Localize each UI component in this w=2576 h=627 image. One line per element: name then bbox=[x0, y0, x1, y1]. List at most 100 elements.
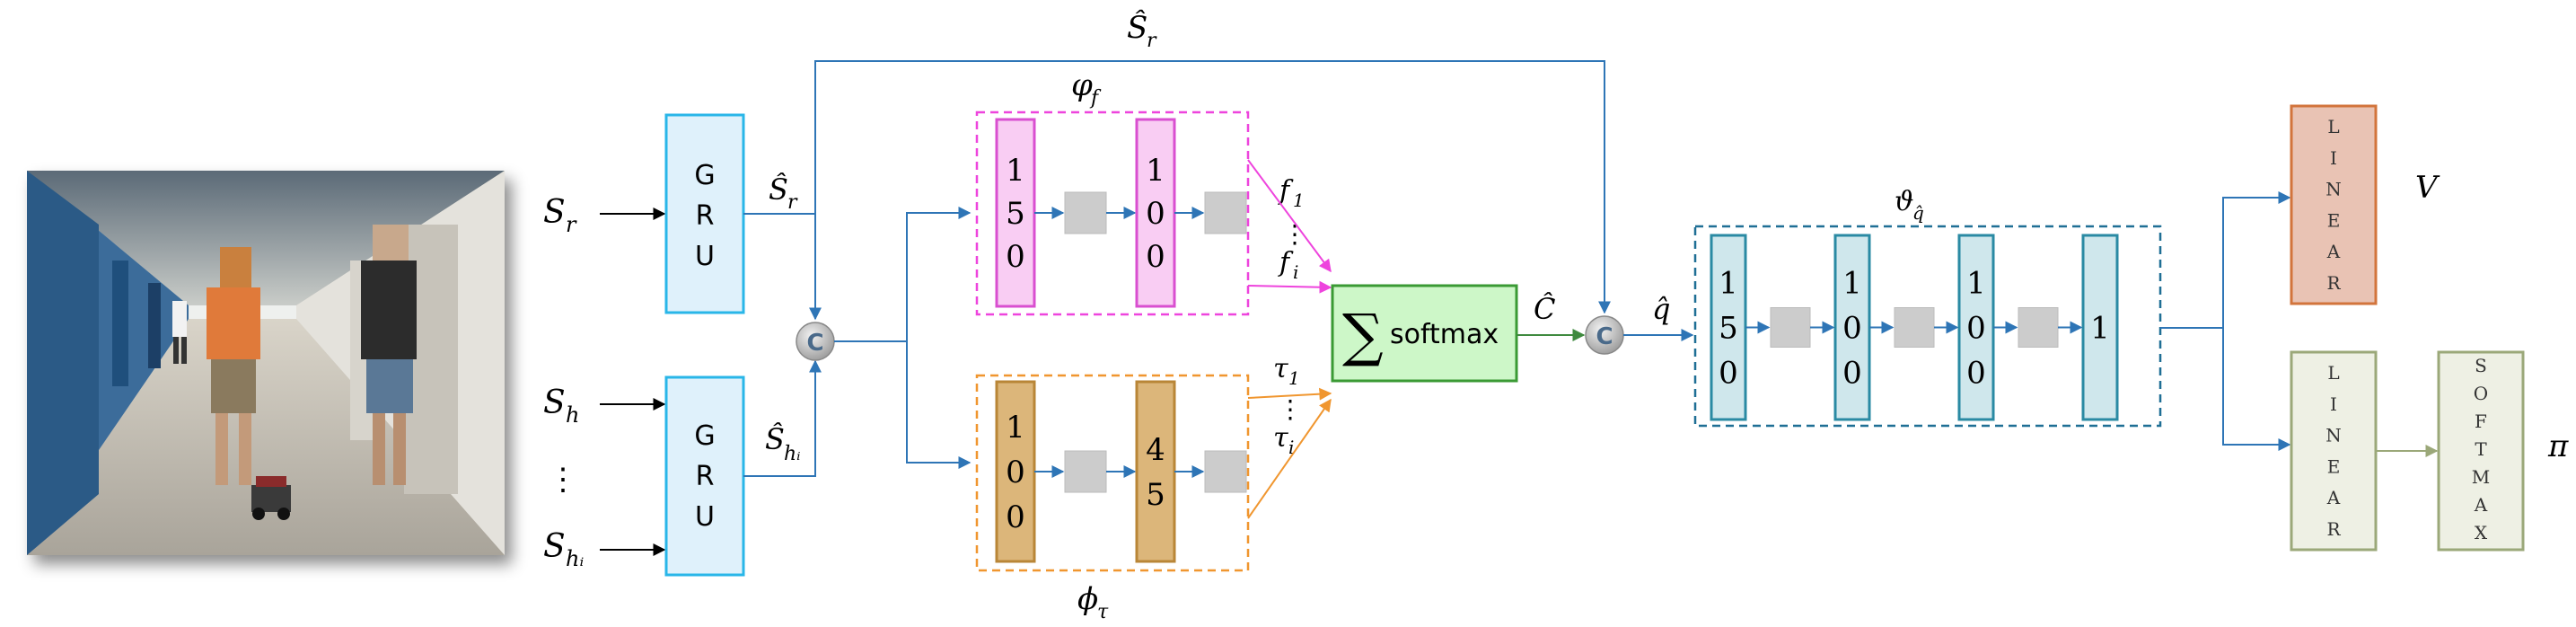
phi-tau-layer-digit: 0 bbox=[1006, 455, 1025, 490]
concat-node-2: C bbox=[1585, 315, 1624, 355]
theta-layer: 100 bbox=[1833, 234, 1871, 421]
policySoftmax-letter: O bbox=[2474, 383, 2488, 404]
theta-layer: 1 bbox=[2081, 234, 2119, 421]
theta-layer: 100 bbox=[1957, 234, 1995, 421]
theta-layer: 150 bbox=[1710, 234, 1747, 421]
phi-f-layer-digit: 0 bbox=[1146, 196, 1165, 232]
policySoftmax-letter: T bbox=[2475, 438, 2487, 460]
phi-tau-layer-digit: 1 bbox=[1006, 410, 1025, 446]
label-shat-hi: Ŝ hᵢ bbox=[765, 422, 801, 465]
arrow-f1-to-softmax bbox=[1247, 159, 1332, 273]
phi-f-label: φ f bbox=[1071, 67, 1102, 110]
shat-top-symbol: Ŝ bbox=[1127, 9, 1147, 46]
gru-robot-letter-u: U bbox=[695, 241, 715, 272]
tau-ellipsis: ⋮ bbox=[1278, 394, 1303, 424]
q-hat-label: q̂ bbox=[1652, 292, 1670, 326]
valueLinear-letter: R bbox=[2326, 272, 2341, 294]
phi-f-layer-digit: 5 bbox=[1006, 196, 1025, 232]
valueLinear-letter: A bbox=[2326, 241, 2341, 262]
gru-block-human: G R U bbox=[664, 375, 745, 577]
theta-sub: q̂ bbox=[1912, 202, 1924, 224]
phi-f-layer-digit: 1 bbox=[1146, 153, 1165, 189]
theta-activation-block bbox=[1770, 307, 1811, 348]
phi-f-layer-box bbox=[1135, 118, 1176, 308]
gru-robot-letter-r: R bbox=[696, 200, 715, 232]
policyLinear-letter: N bbox=[2325, 425, 2342, 446]
phi-f-border bbox=[975, 110, 1250, 316]
input-sr-sub: r bbox=[566, 212, 577, 237]
arrow-taui-to-softmax bbox=[1247, 398, 1332, 519]
softmax-label: softmax bbox=[1390, 319, 1499, 350]
policySoftmax-letter: X bbox=[2475, 522, 2488, 543]
arrow-theta-to-policy-head bbox=[2222, 328, 2291, 451]
phi-tau-layer: 1 0 0 bbox=[995, 380, 1036, 563]
arrow-concat-to-phi-f bbox=[834, 207, 971, 342]
phi-f-layer-digit: 0 bbox=[1006, 239, 1025, 275]
input-shi-symbol: S bbox=[543, 528, 566, 565]
phi-tau-layer-digit: 5 bbox=[1146, 477, 1165, 513]
theta-layer-box bbox=[1957, 234, 1995, 421]
arrow-theta-to-value-head bbox=[2160, 191, 2291, 329]
gru-human-letter-g: G bbox=[694, 420, 715, 452]
gru-human-box bbox=[664, 375, 745, 577]
phi-tau-symbol: ϕ bbox=[1077, 581, 1098, 617]
shat-hi-sub: hᵢ bbox=[784, 443, 801, 465]
shat-r-symbol: Ŝ bbox=[769, 172, 788, 207]
arrow-tau1-to-softmax bbox=[1247, 387, 1332, 401]
phi-f-layer-digit: 0 bbox=[1146, 239, 1165, 275]
policyLinear-letter: R bbox=[2326, 518, 2341, 540]
gru-block-robot: G R U bbox=[664, 113, 745, 314]
policyLinear-letter: L bbox=[2327, 362, 2339, 384]
fi-symbol: f bbox=[1278, 247, 1294, 278]
theta-layer-digit: 5 bbox=[1719, 311, 1738, 347]
theta-border bbox=[1693, 225, 2162, 428]
theta-layer-digit: 0 bbox=[1842, 356, 1862, 392]
theta-symbol: ϑ bbox=[1895, 186, 1913, 217]
policySoftmax-letter: M bbox=[2472, 466, 2490, 488]
label-tau1: τ 1 bbox=[1273, 353, 1300, 389]
phi-f-layer: 150 bbox=[995, 118, 1036, 308]
theta-layer-digit: 0 bbox=[1966, 311, 1986, 347]
policySoftmax-letter: S bbox=[2475, 355, 2487, 376]
phi-tau-activation-block bbox=[1204, 450, 1247, 493]
policy-output-label: π bbox=[2547, 428, 2569, 464]
policyLinear-letter: I bbox=[2330, 393, 2337, 415]
label-shat-r: Ŝ r bbox=[769, 172, 798, 214]
theta-layer-digit: 0 bbox=[1966, 356, 1986, 392]
theta-layer-digit: 1 bbox=[1842, 266, 1862, 302]
valueLinear-letter: I bbox=[2330, 147, 2337, 169]
theta-layer-digit: 0 bbox=[1719, 356, 1738, 392]
gru-human-letter-r: R bbox=[696, 461, 715, 492]
phi-tau-layer: 45 bbox=[1135, 380, 1176, 563]
phi-f-layer: 1 0 0 bbox=[1135, 118, 1176, 308]
valueLinear-letter: E bbox=[2327, 209, 2341, 231]
gru-human-letter-u: U bbox=[695, 501, 715, 533]
phi-f-activation-block bbox=[1064, 191, 1107, 234]
policy-softmax-box bbox=[2437, 350, 2525, 552]
phi-tau-layer-box bbox=[995, 380, 1036, 563]
policySoftmax-letter: F bbox=[2475, 411, 2487, 432]
tau1-sub: 1 bbox=[1288, 367, 1300, 389]
input-shi: S hᵢ bbox=[543, 528, 584, 571]
corridor-photo-drawing bbox=[27, 171, 505, 555]
value-linear-box bbox=[2290, 104, 2378, 305]
arrow-fi-to-softmax bbox=[1247, 280, 1332, 294]
phi-tau-border bbox=[975, 374, 1250, 572]
phi-tau-layer-digit: 0 bbox=[1006, 499, 1025, 535]
label-shat-top: Ŝ r bbox=[1127, 9, 1157, 52]
concat-node-1: C bbox=[796, 322, 835, 361]
phi-f-symbol: φ bbox=[1071, 67, 1093, 103]
shat-r-sub: r bbox=[787, 191, 798, 214]
valueLinear-letter: N bbox=[2325, 179, 2342, 200]
input-sh: S h bbox=[543, 384, 579, 428]
phi-tau-label: ϕ τ bbox=[1077, 581, 1109, 623]
shat-hi-symbol: Ŝ bbox=[765, 422, 785, 456]
